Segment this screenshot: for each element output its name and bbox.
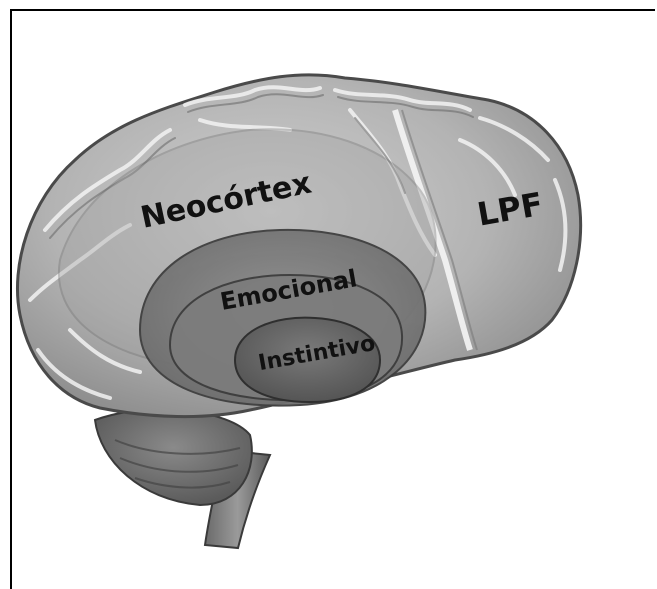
cerebellum-shape <box>95 409 252 505</box>
